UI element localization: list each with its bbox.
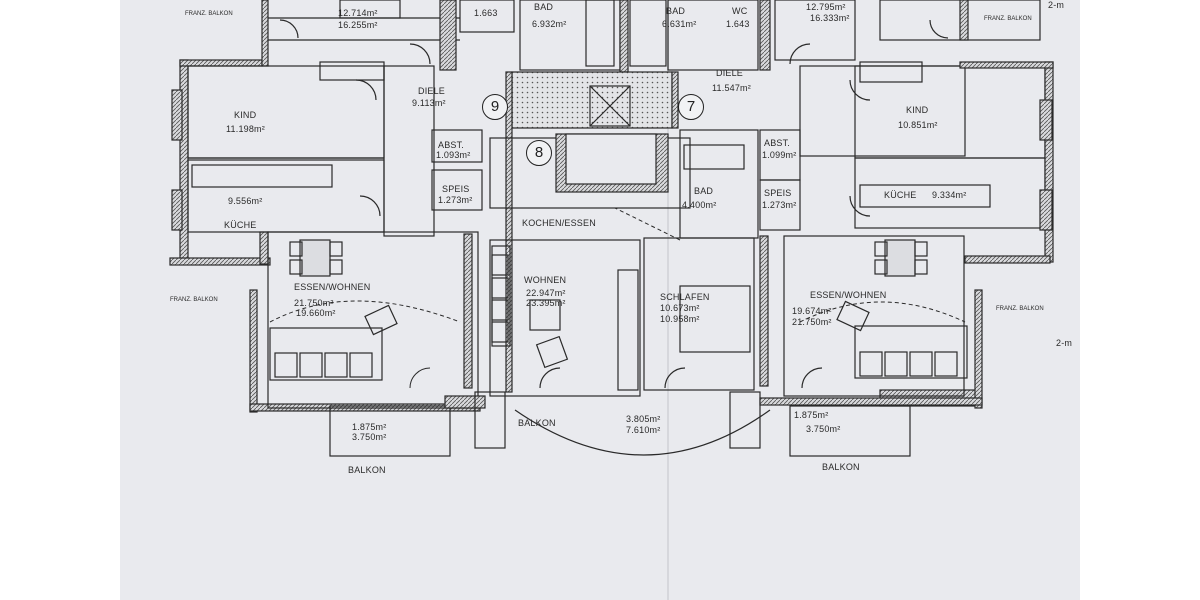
label-schlafen-area: 10.673m² (660, 303, 700, 313)
label-balcony-mid-area: 3.805m² (626, 414, 661, 424)
label-kueche-right-area: 9.334m² (932, 190, 967, 200)
label-bad-mid-area: 4.400m² (682, 200, 717, 210)
label-kind-right-area: 10.851m² (898, 120, 938, 130)
label-kueche-left-area: 9.556m² (228, 196, 263, 206)
label-top-bad-right-area: 6.631m² (662, 19, 697, 29)
label-essen-wohnen-left-area: 21.750m² (294, 298, 334, 308)
label-top-right-area: 12.795m² (806, 2, 846, 12)
label-essen-wohnen-right-name: ESSEN/WOHNEN (810, 290, 887, 300)
label-balcony-right-name: BALKON (822, 462, 860, 472)
apartment-number-9: 9 (482, 94, 508, 120)
room-essen-wohnen-left (267, 231, 479, 409)
paper-crease (667, 0, 669, 600)
room-diele-right (799, 65, 966, 157)
label-speis-left-area: 1.273m² (438, 195, 473, 205)
room-schlafen (643, 237, 755, 391)
room-wohnen (489, 239, 641, 397)
label-essen-wohnen-left-name: ESSEN/WOHNEN (294, 282, 371, 292)
balcony-left (329, 405, 451, 457)
floor-plan-sheet: 9 8 7 12.714m² 16.255m² 1.663 BAD 6.932m… (120, 0, 1080, 600)
label-kochen-essen-name: KOCHEN/ESSEN (522, 218, 596, 228)
room-speis-right (759, 179, 801, 231)
label-schlafen-area2: 10.958m² (660, 314, 700, 324)
apartment-number-8: 8 (526, 140, 552, 166)
balcony-middle-arc (514, 409, 771, 456)
label-speis-right-name: SPEIS (764, 188, 792, 198)
label-top-wc-left-area: 1.663 (474, 8, 498, 18)
wall-outer-right (1044, 61, 1054, 263)
label-diele-left-name: DIELE (418, 86, 446, 96)
label-franz-balkon-right: FRANZ. BALKON (996, 306, 1044, 312)
label-franz-balkon-top-right: FRANZ. BALKON (984, 16, 1032, 22)
label-abst-right-area: 1.099m² (762, 150, 797, 160)
floor-plan-drawing (169, 0, 1054, 457)
label-edge-mark-top: 2-m (1048, 0, 1065, 10)
room-bad-middle (679, 129, 759, 239)
label-abst-left-area: 1.093m² (436, 150, 471, 160)
room-speis-left (431, 169, 483, 211)
label-franz-balkon-top-left: FRANZ. BALKON (185, 11, 233, 17)
label-balcony-mid-name: BALKON (518, 418, 556, 428)
label-top-wc-right-area: 1.643 (726, 19, 750, 29)
room-abst-left (431, 129, 483, 163)
room-kueche-left (187, 159, 385, 233)
label-top-wc-right-name: WC (732, 6, 748, 16)
label-edge-mark-right: 2-m (1056, 338, 1073, 348)
room-kind-right (854, 65, 1046, 159)
label-kind-right-name: KIND (906, 105, 929, 115)
apartment-number-7: 7 (678, 94, 704, 120)
label-speis-left-name: SPEIS (442, 184, 470, 194)
label-wohnen-name: WOHNEN (524, 275, 567, 285)
label-kueche-left-name: KÜCHE (224, 220, 257, 230)
label-bad-mid-name: BAD (694, 186, 714, 196)
label-balcony-left-area2: 3.750m² (352, 432, 387, 442)
label-top-bad-right-name: BAD (666, 6, 686, 16)
label-diele-right-area: 11.547m² (712, 83, 751, 93)
label-top-right-area2: 16.333m² (810, 13, 850, 23)
label-top-bad-left-name: BAD (534, 2, 554, 12)
label-kind-left-area: 11.198m² (226, 124, 265, 134)
label-balcony-mid-area2: 7.610m² (626, 425, 661, 435)
label-balcony-left-name: BALKON (348, 465, 386, 475)
label-top-bad-left-area: 6.932m² (532, 19, 567, 29)
label-diele-right-name: DIELE (716, 68, 744, 78)
label-kind-left-name: KIND (234, 110, 257, 120)
balcony-right (789, 405, 911, 457)
label-diele-left-area: 9.113m² (412, 98, 446, 108)
stairwell (511, 71, 673, 129)
label-speis-right-area: 1.273m² (762, 200, 797, 210)
label-schlafen-name: SCHLAFEN (660, 292, 710, 302)
room-essen-wohnen-right (783, 235, 965, 397)
label-top-left-area: 12.714m² (338, 8, 378, 18)
label-top-left-area2: 16.255m² (338, 20, 378, 30)
label-abst-right-name: ABST. (764, 138, 791, 148)
label-essen-wohnen-left-area2: 19.660m² (296, 308, 336, 318)
label-wohnen-area: 22.947m² (526, 288, 566, 298)
label-essen-wohnen-right-area2: 21.750m² (792, 317, 832, 327)
label-kueche-right-name: KÜCHE (884, 190, 917, 200)
label-balcony-left-area: 1.875m² (352, 422, 387, 432)
label-wohnen-area2: 23.395m² (526, 298, 566, 308)
label-balcony-right-area: 1.875m² (794, 410, 829, 420)
label-abst-left-name: ABST. (438, 140, 465, 150)
label-essen-wohnen-right-area: 19.674m² (792, 306, 832, 316)
label-franz-balkon-left: FRANZ. BALKON (170, 297, 218, 303)
label-balcony-right-area2: 3.750m² (806, 424, 841, 434)
